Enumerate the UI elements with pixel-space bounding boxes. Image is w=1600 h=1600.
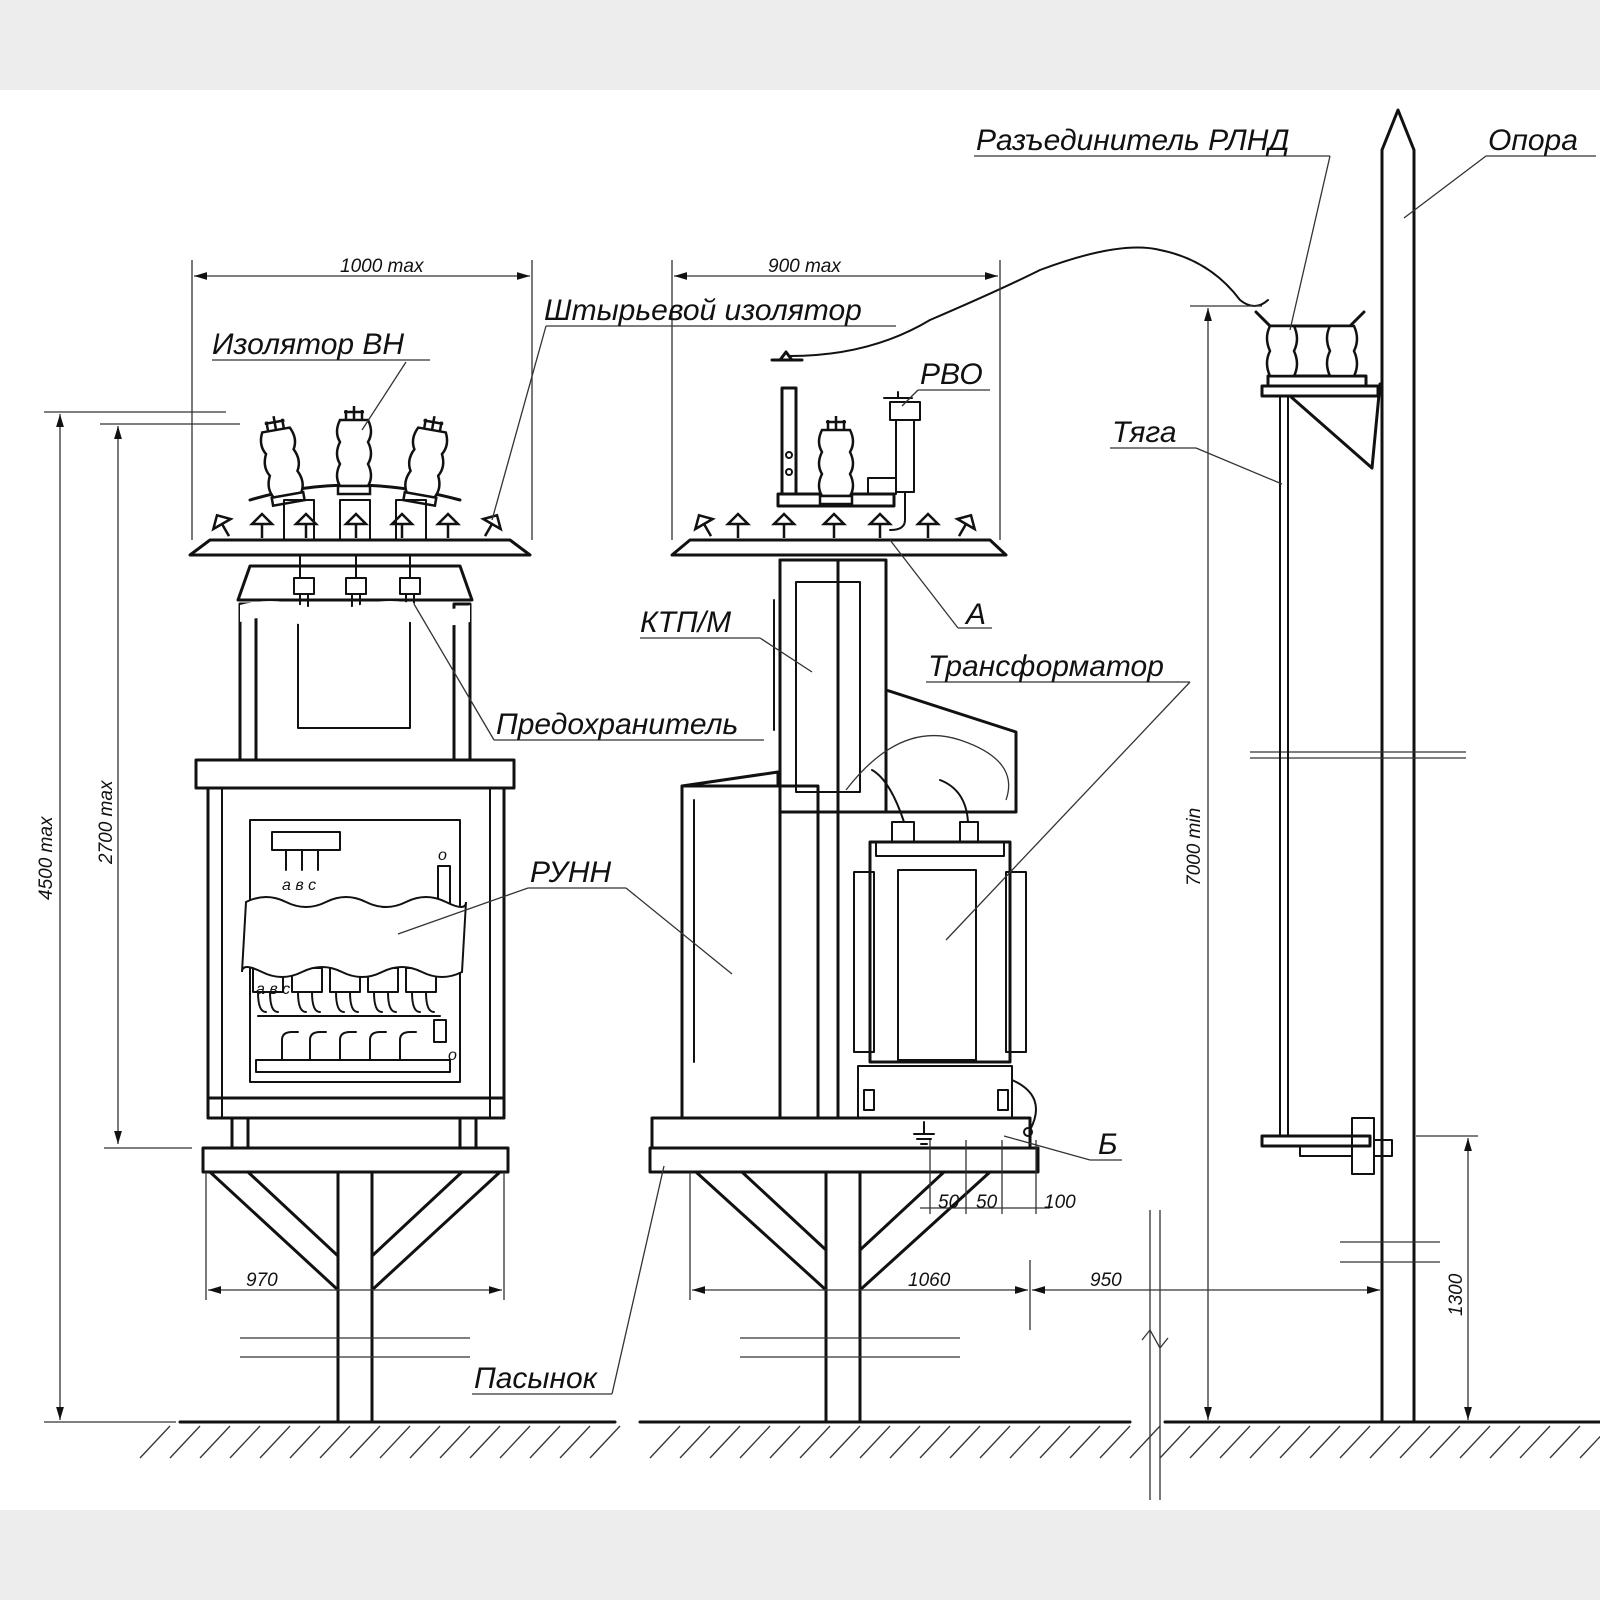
dim-1000-max: 1000 max xyxy=(340,256,425,277)
label-izolyator-vn: Изолятор ВН xyxy=(212,328,404,361)
hv-bushing xyxy=(401,415,449,508)
label-ktp-m: КТП/М xyxy=(640,606,731,639)
pin-insulator xyxy=(248,512,276,538)
pin-insulator xyxy=(292,512,320,538)
mark-o-bottom: о xyxy=(448,1047,457,1064)
label-transformator: Трансформатор xyxy=(928,650,1164,683)
ktp-side-view xyxy=(648,246,1269,1424)
pin-insulators-mid xyxy=(693,512,977,538)
dim-50-a: 50 xyxy=(938,1192,960,1213)
dim-950: 950 xyxy=(1090,1270,1122,1291)
pin-insulator xyxy=(954,513,977,537)
label-opora: Опора xyxy=(1488,124,1578,157)
ktp-front-view xyxy=(188,406,532,1424)
label-pasynok: Пасынок xyxy=(474,1362,599,1395)
label-runn: РУНН xyxy=(530,856,612,889)
dim-7000-min: 7000 min xyxy=(1184,808,1205,886)
label-razedinitel: Разъединитель РЛНД xyxy=(976,124,1290,157)
dimension-lines xyxy=(44,260,1478,1500)
mark-o-top: о xyxy=(438,847,447,864)
leader-lines xyxy=(212,155,1596,1395)
pin-insulator xyxy=(434,512,462,538)
dim-970: 970 xyxy=(246,1270,278,1291)
opora-pole xyxy=(1250,108,1466,1424)
dim-100: 100 xyxy=(1044,1192,1076,1213)
label-predokhranitel: Предохранитель xyxy=(496,708,738,741)
dim-1300: 1300 xyxy=(1446,1273,1467,1316)
pin-insulator xyxy=(820,512,848,538)
hv-bushing xyxy=(817,416,855,506)
pin-insulator xyxy=(480,513,503,537)
hv-bushing xyxy=(259,415,307,508)
dim-900-max: 900 max xyxy=(768,256,842,277)
label-tyaga: Тяга xyxy=(1112,416,1177,449)
dim-50-b: 50 xyxy=(976,1192,998,1213)
pin-insulator xyxy=(770,512,798,538)
label-b: Б xyxy=(1098,1128,1118,1161)
dim-2700-max: 2700 max xyxy=(96,779,117,865)
pin-insulator xyxy=(342,512,370,538)
rlnd-insulator xyxy=(1265,324,1299,378)
phase-marks-top: а в с xyxy=(282,877,316,894)
dim-4500-max: 4500 max xyxy=(36,815,57,900)
rlnd-insulator xyxy=(1325,324,1359,378)
rlnd-disconnector xyxy=(1254,310,1393,1175)
dim-1060: 1060 xyxy=(908,1270,951,1291)
label-rvo: РВО xyxy=(920,358,983,391)
label-a: А xyxy=(964,598,986,631)
pin-insulator xyxy=(866,512,894,538)
pin-insulator xyxy=(724,512,752,538)
pin-insulator xyxy=(211,513,234,537)
hv-bushing xyxy=(335,406,373,496)
pin-insulator xyxy=(693,513,716,537)
label-shtyrevoy-izolyator: Штырьевой изолятор xyxy=(544,294,862,327)
phase-marks-bottom: а в с xyxy=(256,981,290,998)
pin-insulator xyxy=(914,512,942,538)
